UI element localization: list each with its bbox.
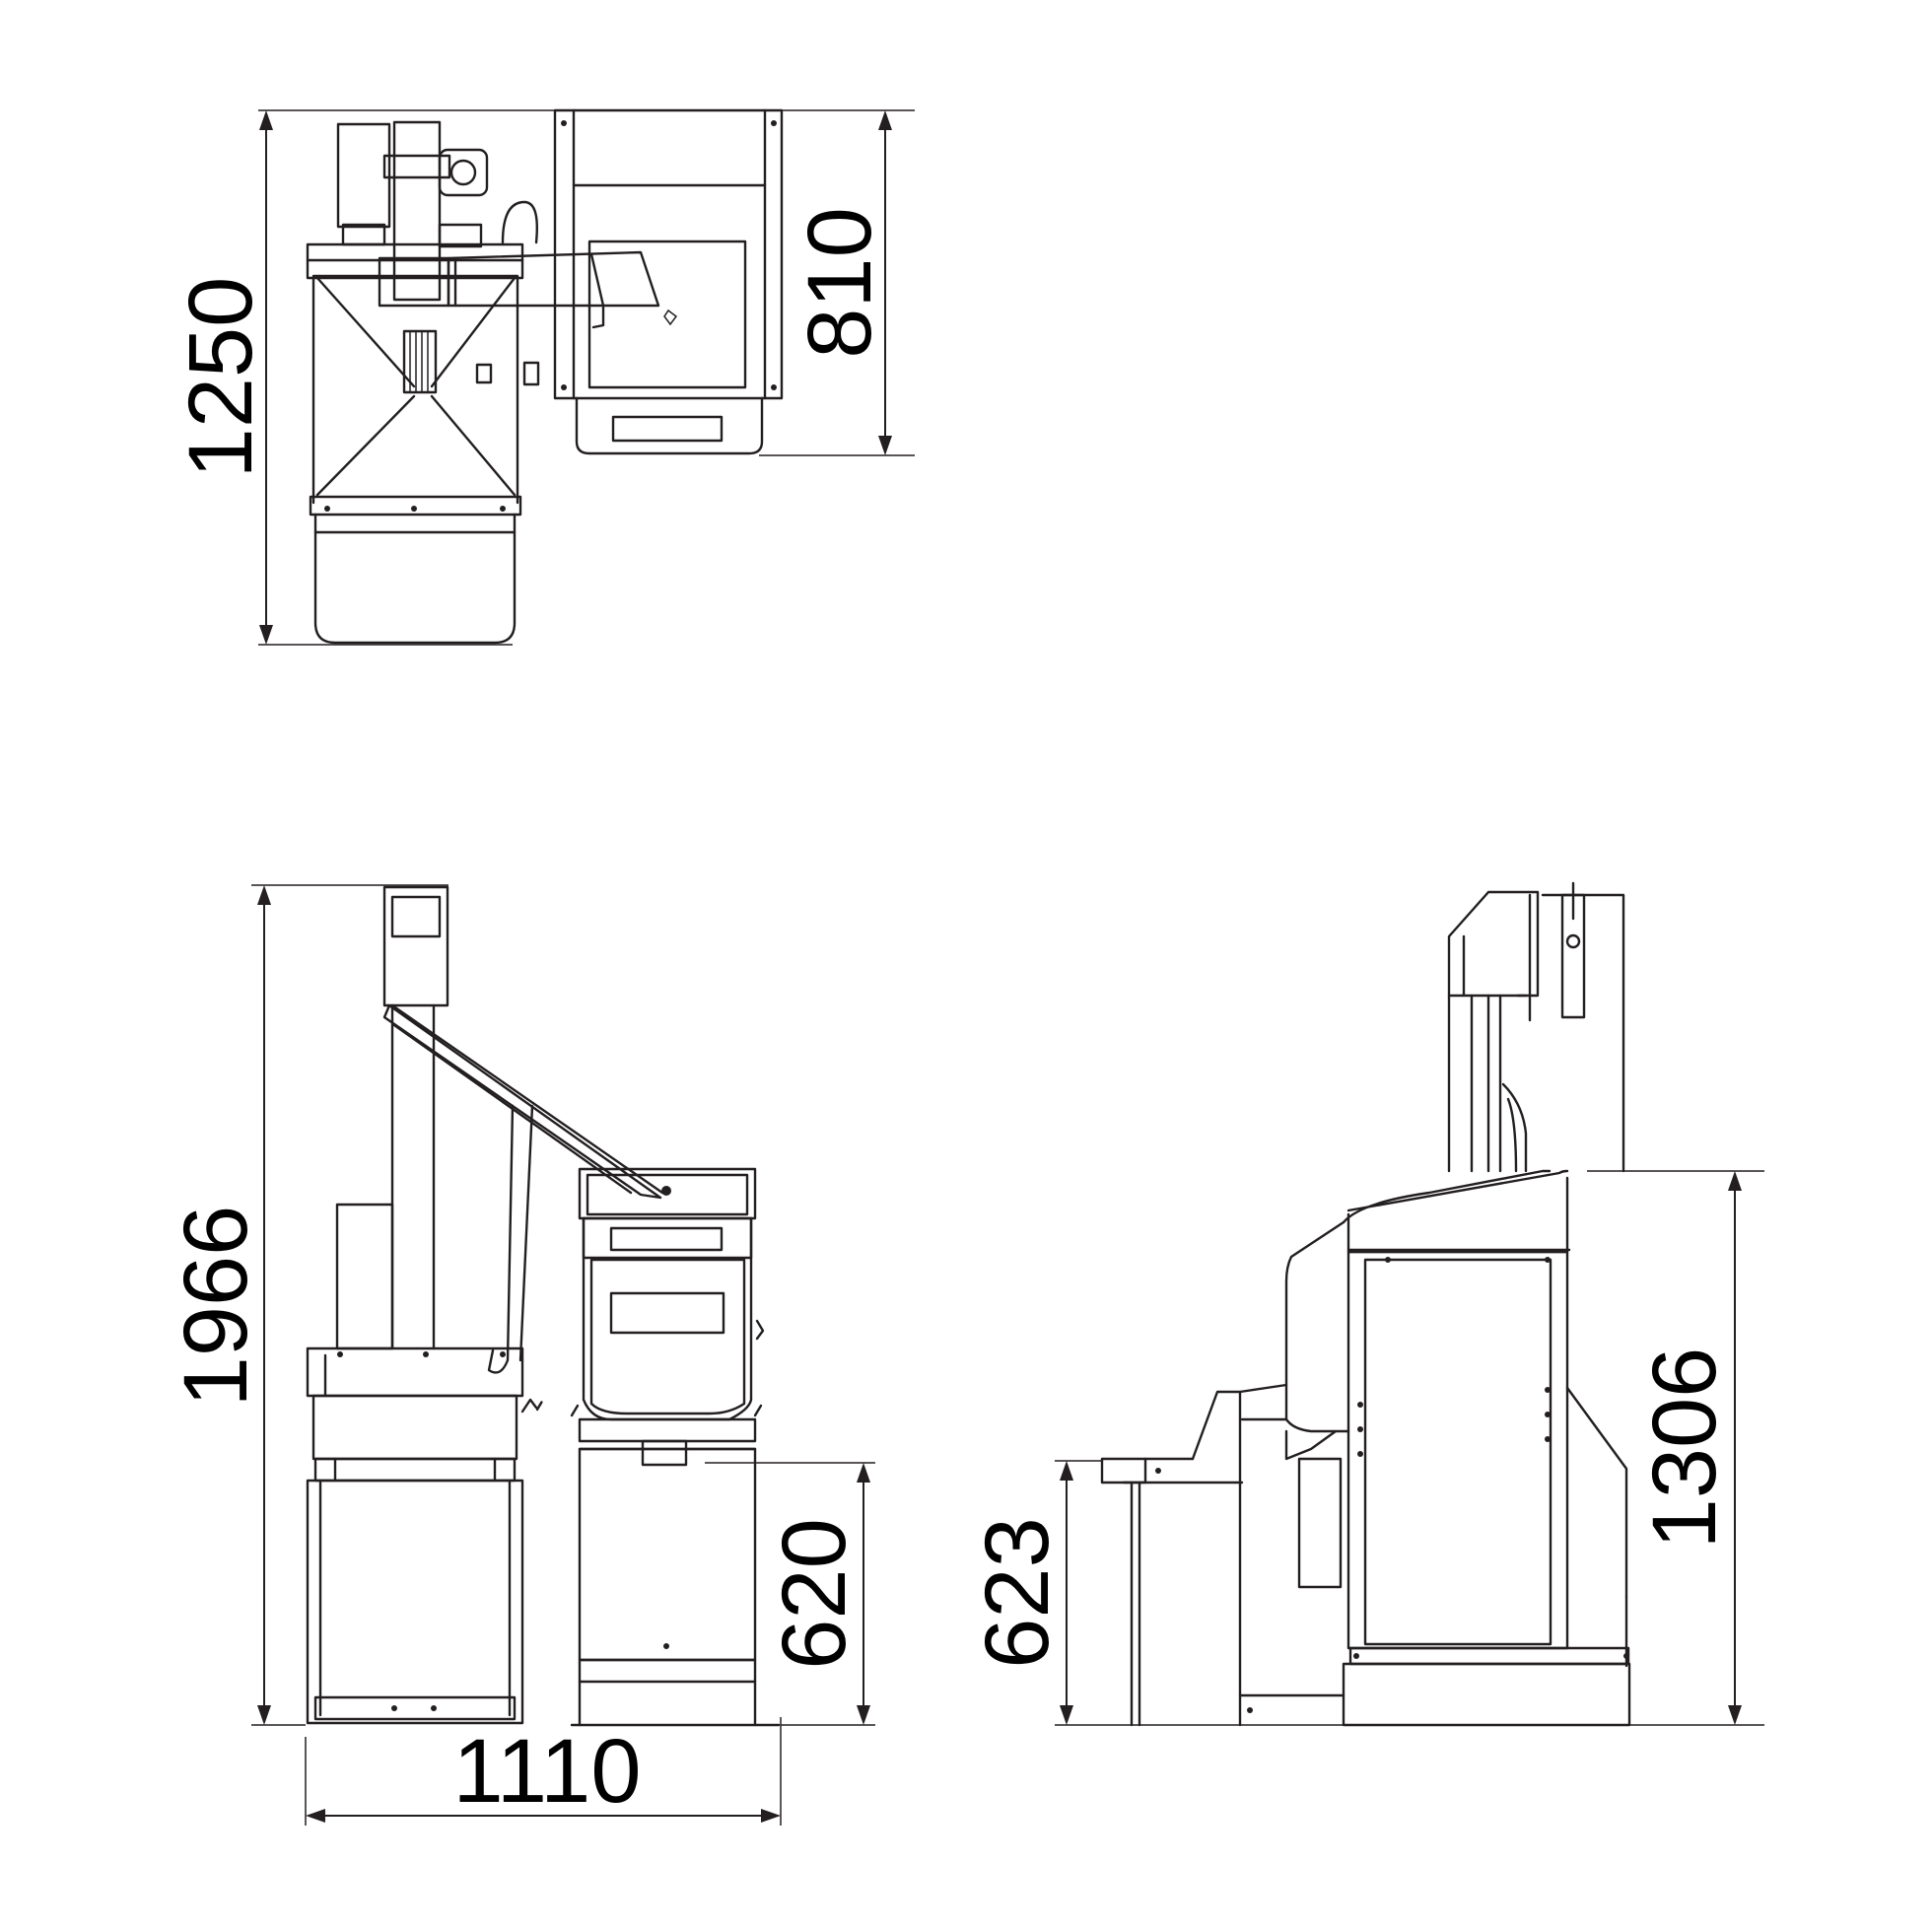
front-column: [335, 885, 543, 1412]
side-column: [1447, 881, 1625, 1173]
dimension-body-height: 1306: [1634, 1171, 1742, 1725]
dimension-label-620: 620: [764, 1518, 864, 1670]
dimension-label-810: 810: [790, 207, 890, 359]
front-left-cabinet: [306, 1346, 538, 1725]
dimension-overall-depth: 1250: [171, 110, 273, 645]
top-right-unit: [553, 108, 784, 455]
dimension-table-height: 620: [764, 1463, 870, 1725]
dimension-label-1966: 1966: [166, 1206, 266, 1408]
side-step: [1100, 1383, 1346, 1727]
side-view: 623 1306: [967, 881, 1764, 1727]
dimension-label-1306: 1306: [1634, 1347, 1735, 1550]
top-motor-column: [336, 120, 538, 302]
side-main-body: [1284, 1169, 1631, 1727]
dimension-step-height: 623: [967, 1461, 1073, 1725]
dimension-height: 1966: [166, 885, 271, 1725]
dimension-label-623: 623: [967, 1517, 1068, 1669]
dimension-label-1110: 1110: [452, 1721, 641, 1822]
dimension-unit-depth: 810: [790, 110, 892, 455]
dimension-width: 1110: [306, 1721, 781, 1823]
top-view: 1250 810: [171, 108, 915, 646]
front-view: 1966 620 1110: [166, 884, 875, 1826]
front-chute: [382, 1003, 664, 1200]
front-right-unit: [570, 1167, 781, 1727]
top-left-hopper: [306, 242, 540, 645]
top-chute: [378, 250, 678, 329]
dimension-label-1250: 1250: [171, 277, 271, 479]
